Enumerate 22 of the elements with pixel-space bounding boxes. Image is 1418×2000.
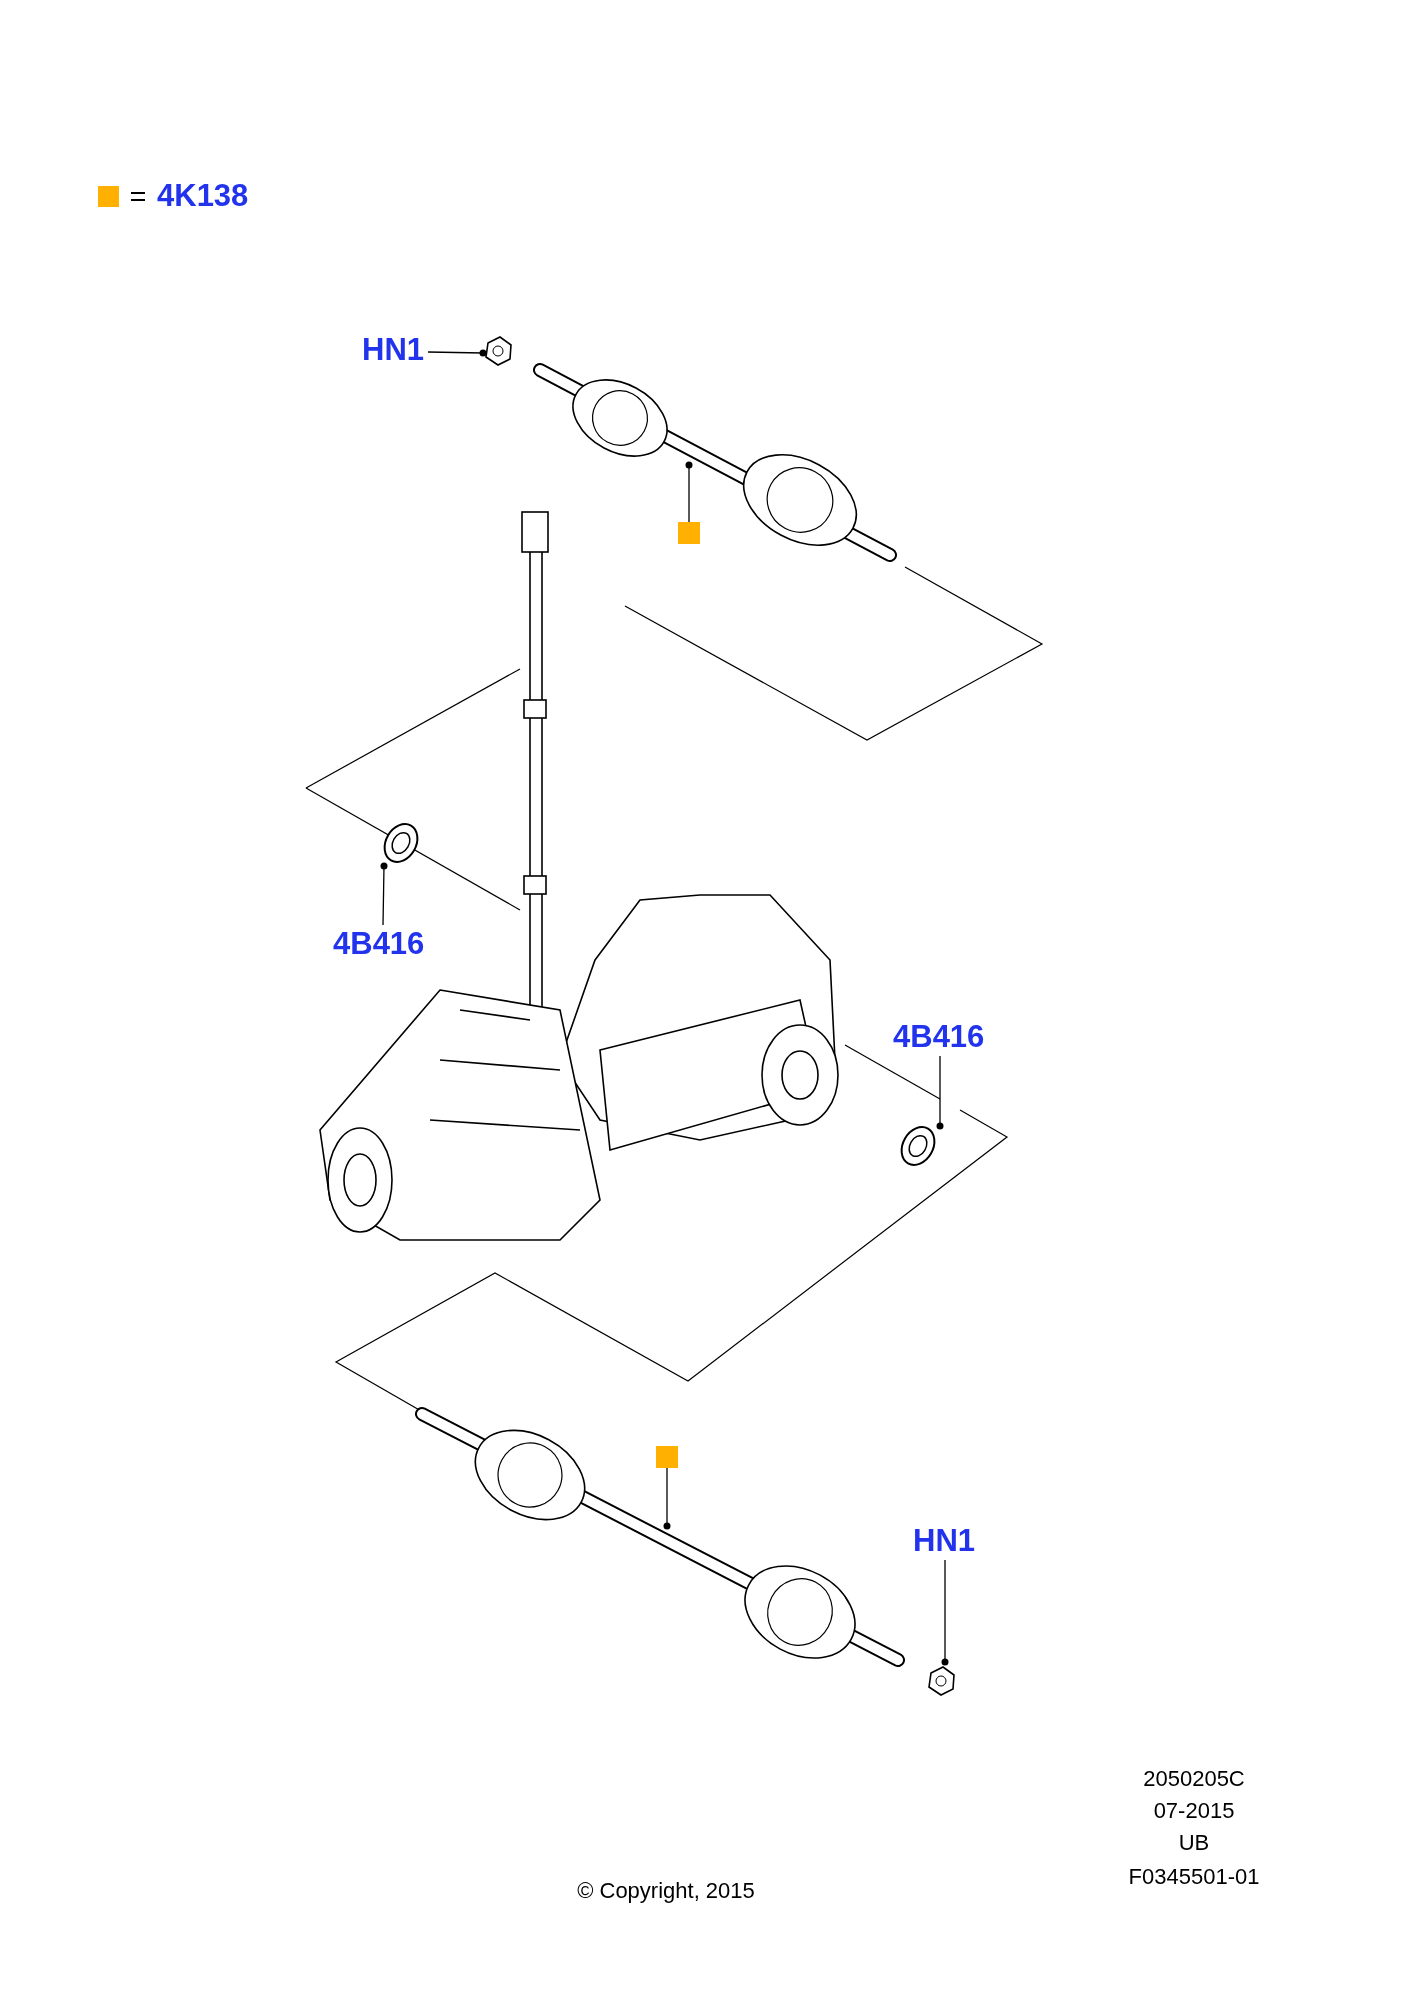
seal-drawing: [900, 1126, 936, 1166]
callout-number: 4B416: [893, 1020, 985, 1054]
legend-label: 4K138: [157, 179, 249, 213]
callout-number: HN1: [362, 333, 424, 367]
drive-shaft-drawing: [533, 363, 897, 562]
copyright-notice: © Copyright, 2015: [577, 1878, 755, 1904]
reference-number: 2050205C: [1143, 1766, 1245, 1792]
date-code: 07-2015: [1153, 1798, 1235, 1824]
leader-line: [941, 1559, 949, 1666]
leader-line: [427, 349, 487, 357]
seal-drawing: [383, 823, 419, 863]
callout-number: HN1: [913, 1524, 975, 1558]
drive-shaft-drawing: [415, 1407, 905, 1667]
leader-line: [685, 461, 693, 523]
nut-drawing: [485, 336, 512, 366]
leader-line: [936, 1055, 944, 1130]
nut-drawing: [928, 1666, 955, 1696]
leader-line: [380, 862, 388, 926]
figure-number: F0345501-01: [1128, 1864, 1260, 1890]
region-code: UB: [1178, 1830, 1210, 1856]
callout-number: 4B416: [333, 927, 425, 961]
leader-line: [663, 1467, 671, 1530]
